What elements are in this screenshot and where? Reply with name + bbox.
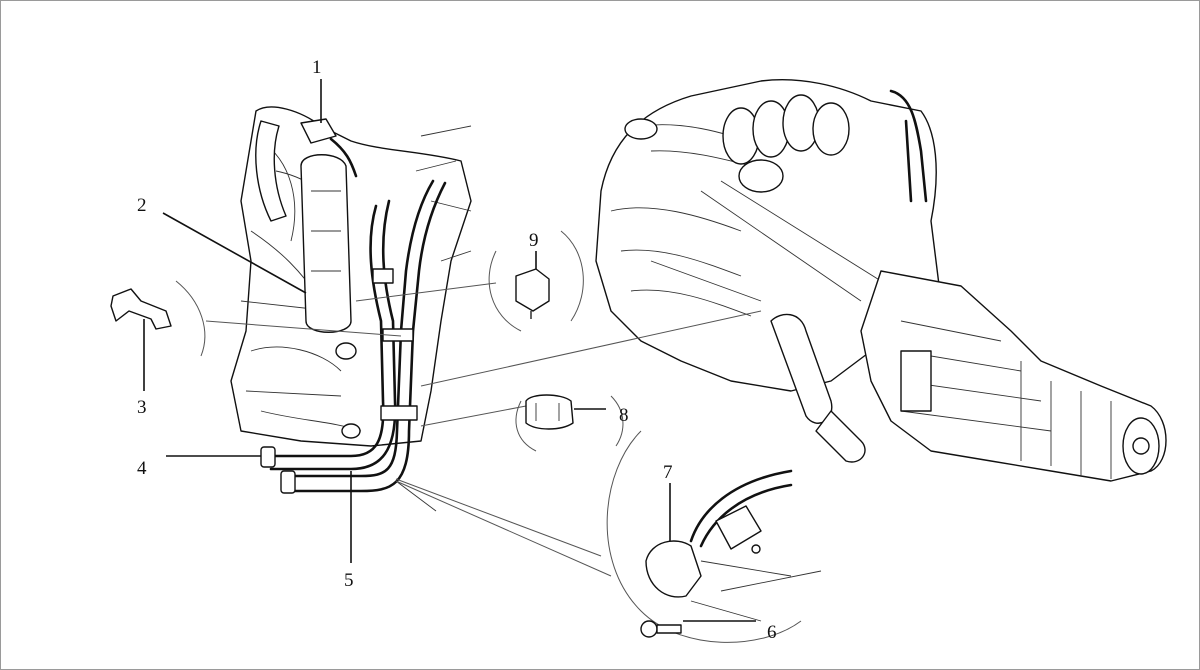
callout-5: 5 [344,570,354,591]
part-9-connector [515,268,550,319]
callout-9: 9 [529,230,539,251]
left-engine-assembly [230,106,472,447]
part-3-clip [110,288,172,330]
callout-7: 7 [663,462,673,483]
callout-1: 1 [312,57,322,78]
callout-3: 3 [137,397,147,418]
part-1-sensor [300,118,358,178]
callout-6: 6 [767,622,777,643]
engine-block [595,79,942,463]
transmission [860,270,1167,482]
part-7-bracket [645,469,822,622]
part-6-bolt [640,620,682,638]
callout-8: 8 [619,405,629,426]
detail-pointer-lines [205,282,762,577]
detail-arc-6-7 [606,430,802,643]
part-8-clip [525,394,574,430]
callout-2: 2 [137,195,147,216]
detail-arc-3 [175,280,206,357]
leader-lines [143,79,756,622]
detail-arc-9 [488,230,584,332]
callout-4: 4 [137,458,147,479]
detail-arc-8 [515,395,624,452]
coolant-pipe-assembly [260,179,447,512]
